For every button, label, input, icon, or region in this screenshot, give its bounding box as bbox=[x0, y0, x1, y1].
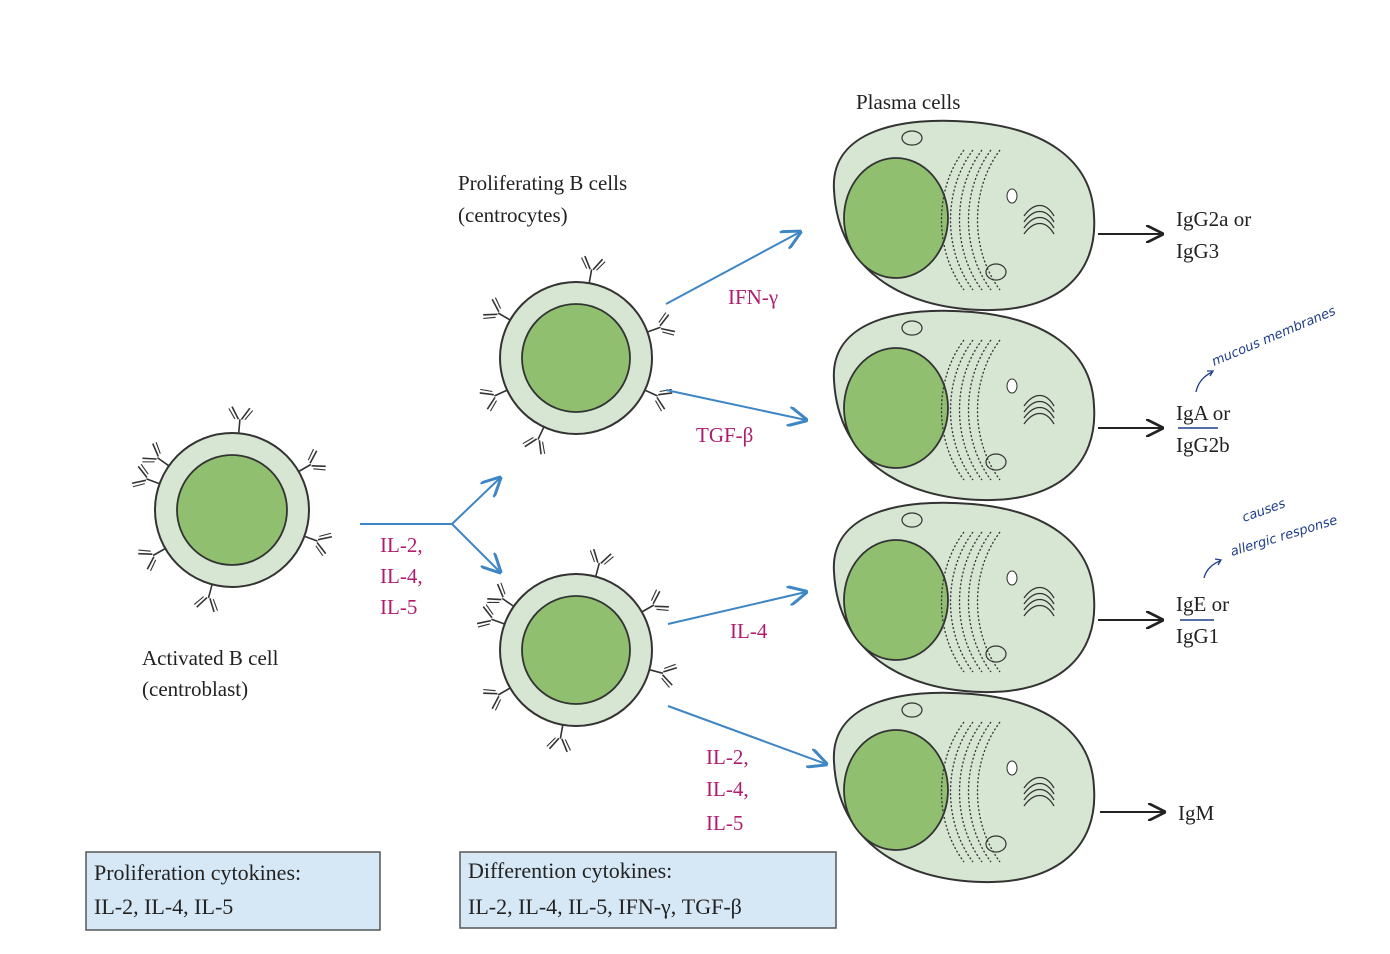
branch-cytokine-2: IL-4, bbox=[380, 564, 423, 588]
proliferating-b-cell-top bbox=[499, 281, 653, 435]
output-igg2a: IgG2a or bbox=[1176, 207, 1251, 231]
output-igg1: IgG1 bbox=[1176, 624, 1219, 648]
output-arrows bbox=[1098, 234, 1164, 812]
handwritten-notes: mucous membranes causes allergic respons… bbox=[1178, 304, 1339, 621]
antibody-icon bbox=[576, 254, 607, 287]
activated-label-line1: Activated B cell bbox=[142, 646, 279, 670]
arrow-il245 bbox=[667, 705, 826, 764]
cytokine-il2: IL-2, bbox=[706, 745, 749, 769]
cytokine-il5: IL-5 bbox=[706, 811, 743, 835]
output-igm: IgM bbox=[1178, 801, 1214, 825]
cytokine-ifn-gamma: IFN-γ bbox=[728, 285, 778, 309]
arrow-ifn bbox=[665, 232, 800, 305]
proliferating-label-line1: Proliferating B cells bbox=[458, 171, 627, 195]
arrow-tgf bbox=[665, 389, 806, 420]
plasma-cell bbox=[832, 309, 1096, 502]
branch-arrow bbox=[360, 478, 500, 572]
plasma-cells bbox=[832, 119, 1096, 884]
activated-label-line2: (centroblast) bbox=[142, 677, 248, 701]
proliferation-box-list: IL-2, IL-4, IL-5 bbox=[94, 894, 233, 919]
antibody-icon bbox=[545, 721, 576, 754]
output-ige: IgE or bbox=[1176, 592, 1229, 616]
activated-b-cell bbox=[154, 432, 310, 588]
proliferation-box-title: Proliferation cytokines: bbox=[94, 860, 301, 885]
plasma-cell bbox=[832, 119, 1096, 312]
proliferation-cytokines-box: Proliferation cytokines: IL-2, IL-4, IL-… bbox=[85, 851, 381, 931]
cytokine-il4b: IL-4, bbox=[706, 777, 749, 801]
branch-cytokine-3: IL-5 bbox=[380, 595, 417, 619]
output-iga: IgA or bbox=[1176, 401, 1230, 425]
output-igg3: IgG3 bbox=[1176, 239, 1219, 263]
note-mucous: mucous membranes bbox=[1210, 304, 1339, 370]
cytokine-il4: IL-4 bbox=[730, 619, 768, 643]
plasma-cell bbox=[832, 501, 1096, 694]
note-causes: causes bbox=[1240, 496, 1288, 526]
antibody-icon bbox=[225, 405, 254, 436]
branch-cytokine-1: IL-2, bbox=[380, 533, 423, 557]
cytokine-tgf-beta: TGF-β bbox=[696, 423, 753, 447]
proliferating-label-line2: (centrocytes) bbox=[458, 203, 568, 227]
differentiation-box-title: Differention cytokines: bbox=[468, 858, 672, 883]
plasma-cell bbox=[832, 691, 1096, 884]
differentiation-cytokines-box: Differention cytokines: IL-2, IL-4, IL-5… bbox=[459, 851, 837, 929]
differentiation-box-list: IL-2, IL-4, IL-5, IFN-γ, TGF-β bbox=[468, 894, 742, 919]
pathway-arrows bbox=[665, 232, 826, 764]
arrow-il4 bbox=[667, 592, 806, 625]
plasma-cells-label: Plasma cells bbox=[856, 90, 960, 114]
output-igg2b: IgG2b bbox=[1176, 433, 1230, 457]
proliferating-b-cell-bottom bbox=[499, 573, 653, 727]
